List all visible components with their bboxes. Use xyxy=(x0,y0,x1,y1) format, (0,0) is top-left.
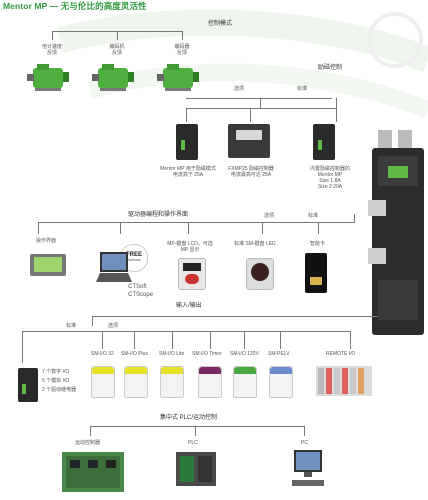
plc-item-pc: PC xyxy=(301,440,308,446)
section-field-control: 励磁控制 xyxy=(318,65,343,71)
field-item-1-text: Mentor MP 用于励磁模式电流高于 25A xyxy=(160,166,216,178)
io-module-sm-pelv xyxy=(269,366,293,398)
ctsoft-label: CTSoft xyxy=(128,284,147,290)
field-item-2-text: FXMP25 励磁控制器电流最高可达 25A xyxy=(228,166,274,178)
section-plc: 集中式 PLC/运动控制 xyxy=(160,415,218,421)
operator-panel-image xyxy=(30,254,66,276)
io-module-label-7: REMOTE I/O xyxy=(326,351,356,357)
remote-io-image xyxy=(316,366,372,396)
mentor-mp-builtin-field-drive xyxy=(313,124,335,160)
plc-image xyxy=(176,452,216,486)
motor-3-label: 编码器反馈 xyxy=(174,44,190,56)
io-module-label-2: SM-I/O Plus xyxy=(121,351,148,357)
smartcard-image xyxy=(305,253,327,293)
io-standard-label: 标准 xyxy=(66,323,77,329)
plc-item-plc: PLC xyxy=(188,440,198,446)
operator-panel-label: 操作界面 xyxy=(36,238,57,244)
pc-image xyxy=(292,450,324,486)
mentor-mp-main-drive xyxy=(368,130,424,335)
sm-keypad-label: 标准 SM-键盘 LED xyxy=(234,241,276,247)
plc-item-motion-controller: 运动控制器 xyxy=(75,440,101,446)
base-drive-io-image xyxy=(18,368,38,402)
section-programming: 驱动器编程和操作界面 xyxy=(128,212,189,218)
field-optional-label: 选项 xyxy=(234,86,245,92)
sm-keypad-image xyxy=(246,258,274,290)
fxmp25-controller xyxy=(228,124,270,158)
laptop-image xyxy=(96,252,132,282)
page-title: Mentor MP — 无与伦比的高度灵活性 xyxy=(3,1,147,11)
programming-optional-label: 选项 xyxy=(264,213,275,219)
section-control-mode: 控制模式 xyxy=(208,21,233,27)
mentor-mp-drive-small xyxy=(176,124,198,160)
motion-controller-image xyxy=(62,452,124,492)
field-standard-label: 标准 xyxy=(297,86,308,92)
io-module-label-6: SM-PELV xyxy=(268,351,290,357)
motor-2-image xyxy=(92,64,134,91)
mp-keypad-image xyxy=(178,258,206,290)
smartcard-label: 智能卡 xyxy=(310,241,326,247)
io-module-sm-io-plus xyxy=(124,366,148,398)
io-module-label-1: SM-I/O 32 xyxy=(91,351,114,357)
io-module-sm-io-lite xyxy=(160,366,184,398)
io-module-label-3: SM-I/O Lite xyxy=(159,351,185,357)
ctscope-label: CTScope xyxy=(128,292,154,298)
io-module-label-4: SM-I/O Timer xyxy=(192,351,222,357)
section-io: 输入/输出 xyxy=(176,303,202,309)
io-module-sm-io-120v xyxy=(233,366,257,398)
io-module-sm-io-32 xyxy=(91,366,115,398)
motor-3-image xyxy=(157,64,199,91)
motor-1-image xyxy=(27,64,69,91)
motor-2-label: 编码机反馈 xyxy=(109,44,125,56)
io-module-label-5: SM-I/O 120V xyxy=(230,351,259,357)
motor-1-label: 他计速度反馈 xyxy=(41,44,62,56)
programming-standard-label: 标准 xyxy=(308,213,319,219)
io-optional-label: 选项 xyxy=(108,323,119,329)
io-module-sm-io-timer xyxy=(198,366,222,398)
